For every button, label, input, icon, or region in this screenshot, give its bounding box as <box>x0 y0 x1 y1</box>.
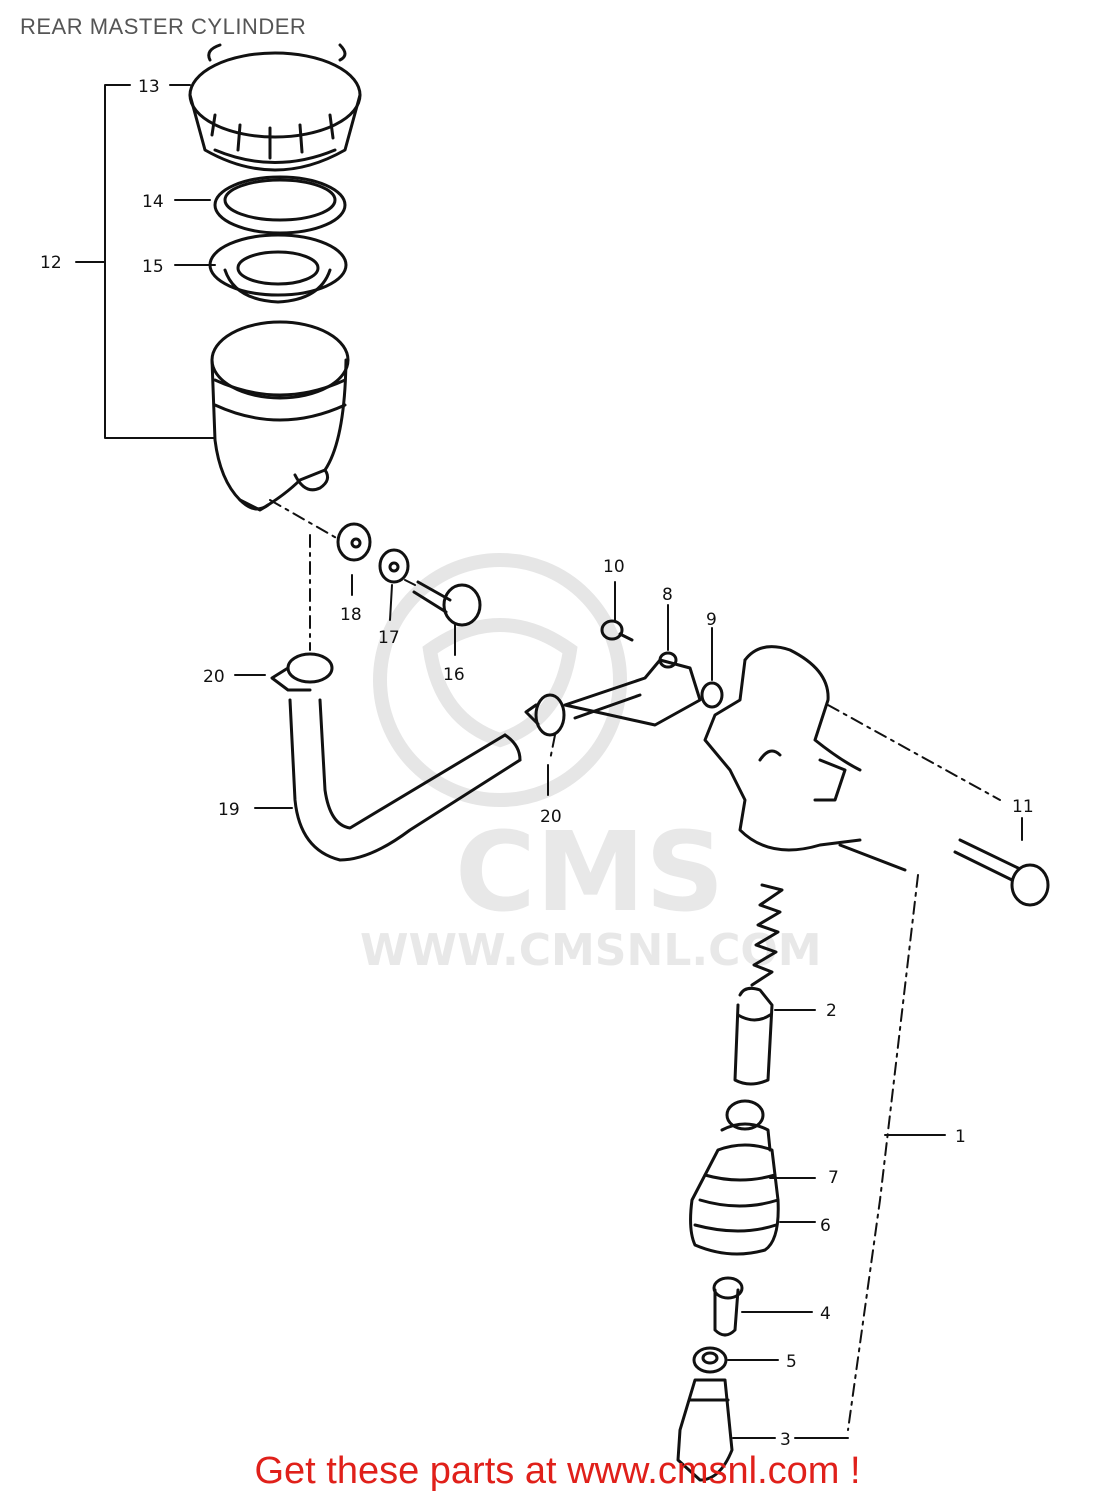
part-19-reservoir-hose <box>288 698 522 862</box>
callout-17: 17 <box>378 628 400 648</box>
part-20-hose-clamp-upper <box>270 652 334 692</box>
callout-numbers: 13 14 12 15 18 17 16 10 8 9 20 20 19 11 … <box>40 77 1034 1450</box>
callout-4: 4 <box>820 1304 831 1324</box>
callout-13: 13 <box>138 77 160 97</box>
callout-7: 7 <box>828 1168 839 1188</box>
watermark-brand: CMS <box>455 808 724 936</box>
callout-14: 14 <box>142 192 164 212</box>
part-5-lock-nut <box>692 1346 728 1374</box>
page-title: REAR MASTER CYLINDER <box>20 14 307 39</box>
part-8-hose-joint <box>563 651 702 727</box>
watermark-logo-icon <box>373 553 627 807</box>
part-12-reservoir-body <box>210 320 350 512</box>
part-13-reservoir-cap <box>188 43 362 172</box>
callout-16: 16 <box>443 665 465 685</box>
callout-15: 15 <box>142 257 164 277</box>
part-20-hose-clamp-lower <box>524 693 566 737</box>
part-17-washer <box>378 548 410 584</box>
buy-parts-link[interactable]: Get these parts at www.cmsnl.com ! <box>254 1450 861 1492</box>
callout-5: 5 <box>786 1352 797 1372</box>
leader-lines <box>75 84 1023 1439</box>
part-14-diaphragm-plate <box>213 175 347 235</box>
callout-12: 12 <box>40 253 62 273</box>
callout-10: 10 <box>603 557 625 577</box>
part-6-dust-boot <box>689 1143 780 1256</box>
part-11-bolt <box>953 838 1050 907</box>
callout-20-upper: 20 <box>203 667 225 687</box>
callout-18: 18 <box>340 605 362 625</box>
callout-20-lower: 20 <box>540 807 562 827</box>
part-7-boot-cap <box>720 1099 772 1152</box>
callout-19: 19 <box>218 800 240 820</box>
part-9-o-ring <box>700 681 724 709</box>
callout-6: 6 <box>820 1216 831 1236</box>
callout-1: 1 <box>955 1127 966 1147</box>
part-16-union-bolt <box>412 580 482 627</box>
part-2-piston-spring <box>733 883 784 1086</box>
part-3-rod-end <box>676 1378 734 1482</box>
part-4-push-rod <box>712 1276 744 1337</box>
callout-8: 8 <box>662 585 673 605</box>
callout-9: 9 <box>706 610 717 630</box>
callout-3: 3 <box>780 1430 791 1450</box>
assembly-dashlines <box>269 499 1001 1431</box>
part-15-diaphragm <box>208 233 348 304</box>
callout-2: 2 <box>826 1001 837 1021</box>
watermark-url: WWW.CMSNL.COM <box>360 925 822 976</box>
part-10-screw <box>600 619 634 642</box>
part-18-washer <box>336 522 372 562</box>
callout-11: 11 <box>1012 797 1034 817</box>
part-1-master-cylinder <box>703 645 907 872</box>
